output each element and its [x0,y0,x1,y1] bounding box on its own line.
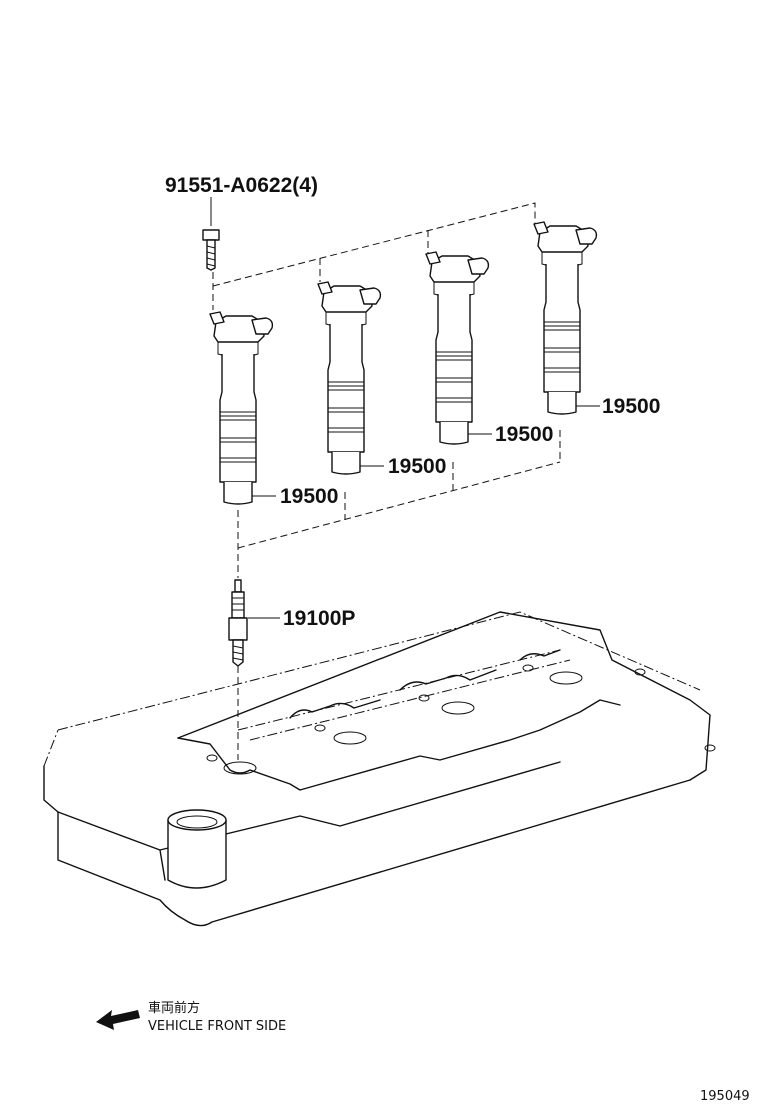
coil-4-part-number: 19500 [602,395,660,418]
callout-coil-1: 19500 [252,485,338,508]
assembly-lines [212,202,561,760]
callout-coil-3: 19500 [468,423,553,446]
callout-bolt: 91551-A0622(4) [165,174,318,197]
callout-spark-plug: 19100P [248,607,355,630]
spark-plug [228,579,248,667]
vehicle-front-legend: 車両前方 VEHICLE FRONT SIDE [96,1000,286,1034]
bolt [202,197,220,271]
illustration-number: 195049 [700,1089,750,1104]
ignition-coil-2 [317,281,382,475]
coil-2-part-number: 19500 [388,455,446,478]
callout-coil-2: 19500 [360,455,446,478]
front-side-japanese: 車両前方 [148,1000,200,1016]
bolt-part-number: 91551-A0622(4) [165,174,318,197]
callout-coil-4: 19500 [576,395,660,418]
ignition-coil-3 [425,251,490,445]
arrow-left-icon [96,1010,140,1030]
ignition-coil-1 [209,311,274,505]
spark-plug-part-number: 19100P [283,607,355,630]
front-side-label: VEHICLE FRONT SIDE [148,1019,286,1034]
ignition-coil-4 [533,221,598,415]
coil-3-part-number: 19500 [495,423,553,446]
cylinder-head-cover [43,611,716,927]
coil-1-part-number: 19500 [280,485,338,508]
